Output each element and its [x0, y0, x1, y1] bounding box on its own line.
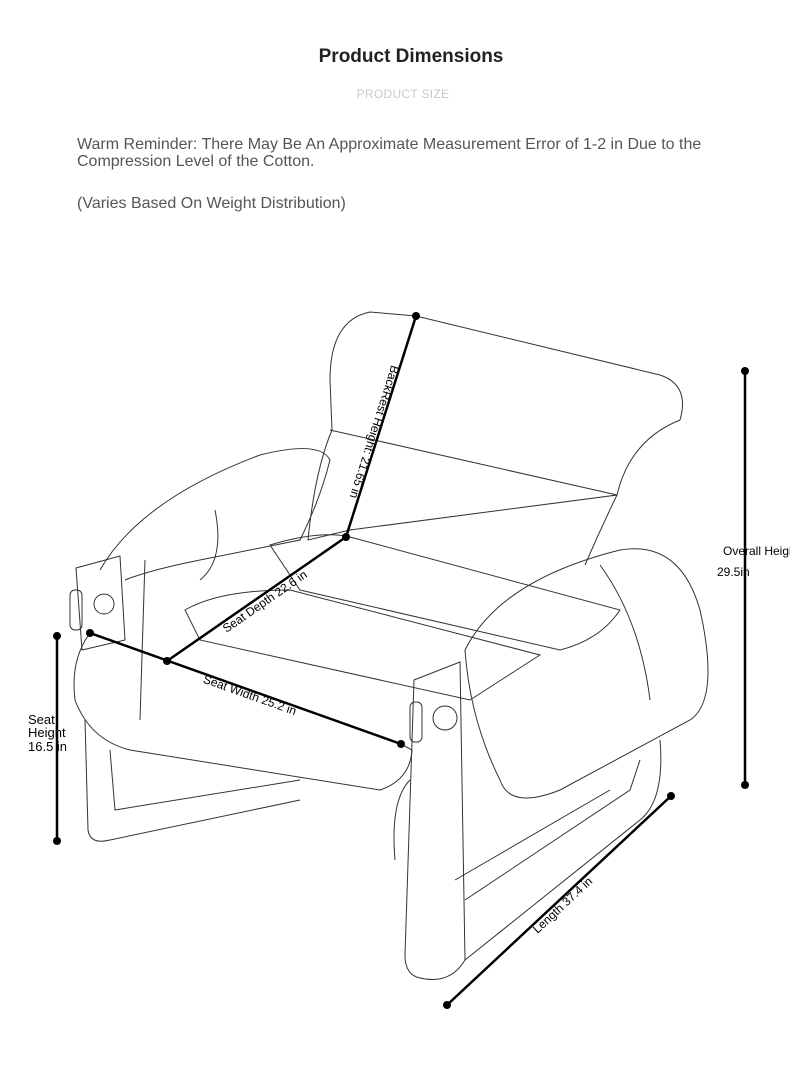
length-line	[446, 795, 672, 1006]
seat-height-value: 16.5 in	[28, 739, 68, 754]
page-title: Product Dimensions	[318, 46, 504, 67]
warm-reminder: Warm Reminder: There May Be An Approxima…	[77, 136, 702, 170]
dimension-lines	[55, 315, 747, 1006]
chair-outline	[69, 311, 709, 980]
seat-height-label-2: Height	[28, 725, 66, 740]
weight-note: (Varies Based On Weight Distribution)	[77, 195, 346, 212]
backrest-height-line	[344, 315, 418, 538]
overall-height-value: 29.5in	[717, 565, 750, 579]
page-subtitle: PRODUCT SIZE	[356, 87, 450, 101]
seat-height-label-1: Seat	[28, 712, 55, 727]
overall-height-label: Overall Heigl	[723, 544, 790, 558]
dimension-endpoints	[53, 312, 749, 1009]
seat-depth-line	[166, 535, 347, 663]
seat-width-line	[89, 631, 402, 746]
